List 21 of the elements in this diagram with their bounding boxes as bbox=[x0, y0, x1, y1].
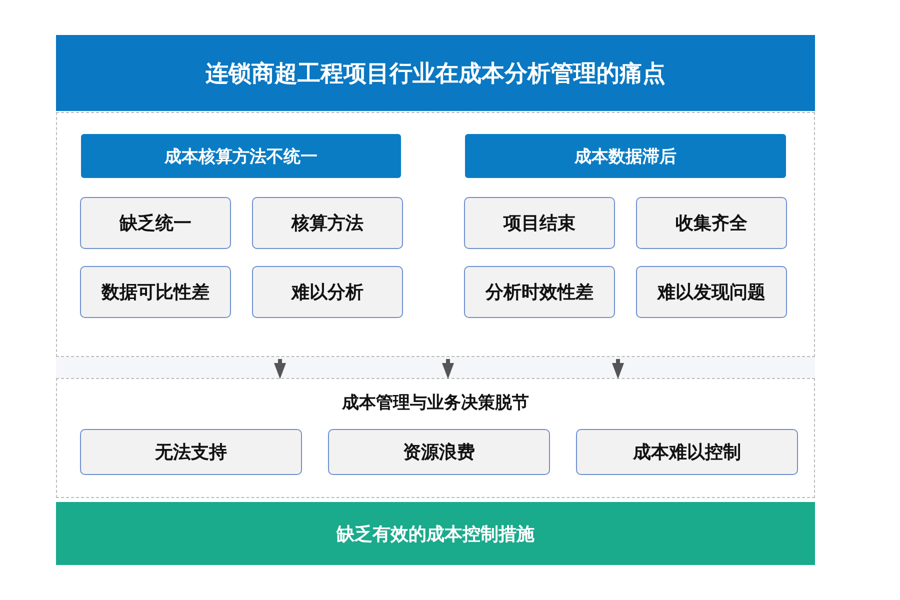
item-box: 项目结束 bbox=[464, 197, 615, 249]
title-banner: 连锁商超工程项目行业在成本分析管理的痛点 bbox=[56, 35, 815, 111]
header-bar: 成本数据滞后 bbox=[465, 134, 786, 178]
panel-heading: 成本管理与业务决策脱节 bbox=[340, 392, 530, 414]
footer-banner: 缺乏有效的成本控制措施 bbox=[56, 502, 815, 565]
item-box: 难以发现问题 bbox=[636, 266, 787, 318]
dashed-panel bbox=[56, 378, 815, 498]
item-box: 成本难以控制 bbox=[576, 429, 798, 475]
down-arrow bbox=[612, 359, 624, 379]
item-box: 难以分析 bbox=[252, 266, 403, 318]
item-box: 缺乏统一 bbox=[80, 197, 231, 249]
item-box: 收集齐全 bbox=[636, 197, 787, 249]
dashed-panel bbox=[56, 112, 815, 357]
down-arrow bbox=[274, 359, 286, 379]
down-arrow bbox=[442, 359, 454, 379]
item-box: 分析时效性差 bbox=[464, 266, 615, 318]
item-box: 资源浪费 bbox=[328, 429, 550, 475]
item-box: 核算方法 bbox=[252, 197, 403, 249]
item-box: 无法支持 bbox=[80, 429, 302, 475]
item-box: 数据可比性差 bbox=[80, 266, 231, 318]
header-bar: 成本核算方法不统一 bbox=[81, 134, 401, 178]
